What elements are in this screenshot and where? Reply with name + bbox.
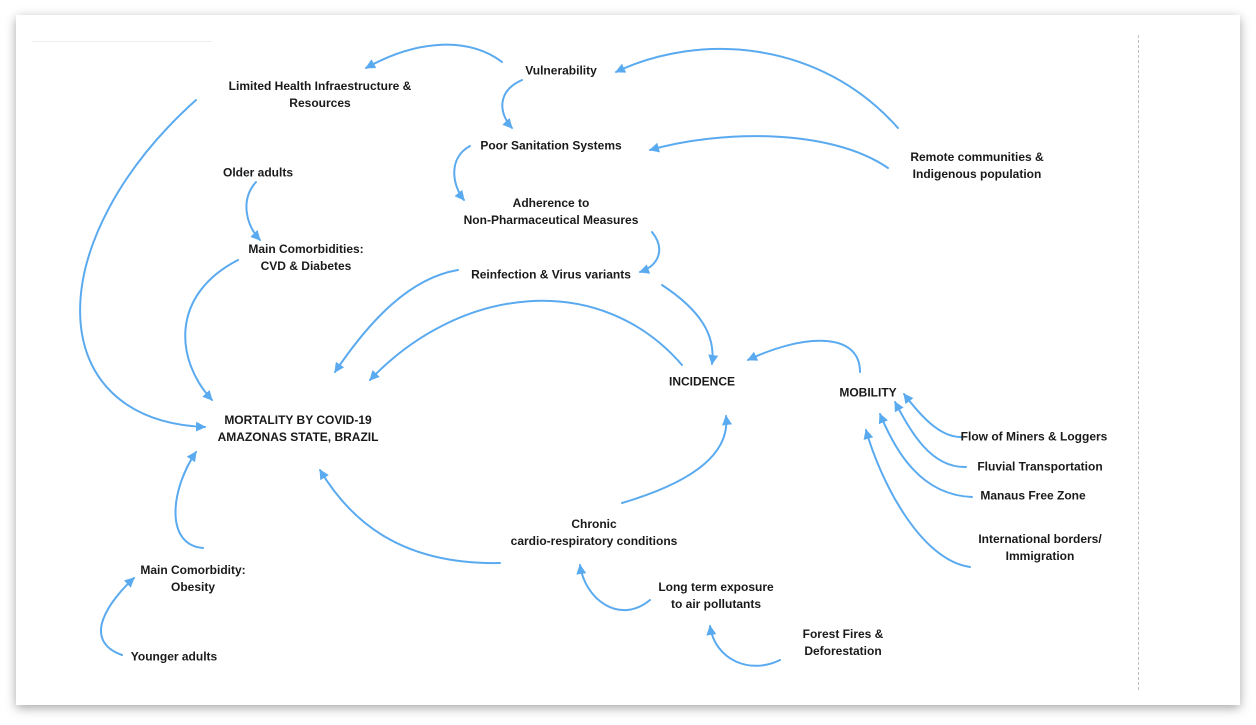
edge-reinfection-mortality <box>334 269 459 373</box>
node-forest-fires: Forest Fires & Deforestation <box>803 626 884 660</box>
node-limited-health-line2: Resources <box>289 96 351 110</box>
diagram-canvas <box>16 15 1240 705</box>
node-fluvial: Fluvial Transportation <box>977 459 1102 476</box>
node-poor-sanitation: Poor Sanitation Systems <box>480 138 621 155</box>
edge-miners-mobility <box>903 393 963 439</box>
node-adherence: Adherence to Non-Pharmaceutical Measures <box>464 195 639 229</box>
edge-older-comorbidities <box>245 181 261 241</box>
node-mortality-line2: AMAZONAS STATE, BRAZIL <box>217 430 379 444</box>
node-mobility: MOBILITY <box>839 385 896 402</box>
node-vulnerability: Vulnerability <box>525 63 597 80</box>
edge-sanitation-adherence <box>453 145 471 201</box>
edge-chronic-incidence <box>621 415 733 504</box>
edge-obesity-mortality <box>174 451 204 549</box>
node-chronic-line2: cardio-respiratory conditions <box>510 534 678 548</box>
edge-mobility-incidence <box>747 339 861 373</box>
node-international-line1: International borders/ <box>978 532 1102 546</box>
node-mobility-line1: MOBILITY <box>839 385 897 400</box>
top-divider <box>32 41 212 42</box>
node-vulnerability-line1: Vulnerability <box>525 63 597 78</box>
node-adherence-line1: Adherence to <box>512 196 590 210</box>
edge-adherence-reinfection <box>639 231 661 274</box>
node-long-term-line2: to air pollutants <box>670 597 761 611</box>
node-adherence-line2: Non-Pharmaceutical Measures <box>463 213 639 227</box>
edge-chronic-mortality <box>319 469 501 565</box>
node-limited-health-line1: Limited Health Infraestructure & <box>228 79 412 93</box>
node-obesity-line1: Main Comorbidity: <box>140 563 246 577</box>
node-chronic-line1: Chronic <box>571 517 617 531</box>
node-obesity: Main Comorbidity: Obesity <box>140 562 245 596</box>
node-long-term: Long term exposure to air pollutants <box>658 579 773 613</box>
node-international: International borders/ Immigration <box>978 531 1101 565</box>
node-obesity-line2: Obesity <box>170 580 216 594</box>
node-older-adults-line1: Older adults <box>222 165 294 180</box>
edge-remote-sanitation <box>649 135 889 169</box>
node-international-line2: Immigration <box>1005 549 1075 563</box>
node-younger-adults-line1: Younger adults <box>130 649 218 664</box>
node-manaus-line1: Manaus Free Zone <box>980 488 1086 503</box>
edge-younger-obesity <box>100 577 135 656</box>
edge-longterm-chronic <box>576 564 651 612</box>
node-forest-fires-line1: Forest Fires & <box>802 627 884 641</box>
node-main-comorbidities-line1: Main Comorbidities: <box>248 242 364 256</box>
node-older-adults: Older adults <box>223 165 293 182</box>
dashed-divider <box>1138 35 1139 690</box>
node-limited-health: Limited Health Infraestructure & Resourc… <box>229 78 412 112</box>
edge-vulnerability-limited-health <box>365 43 503 69</box>
node-reinfection-line1: Reinfection & Virus variants <box>471 267 631 282</box>
edge-reinfection-incidence <box>661 284 719 365</box>
edge-remote-vulnerability <box>615 47 899 129</box>
node-incidence-line1: INCIDENCE <box>668 374 736 389</box>
node-younger-adults: Younger adults <box>131 649 217 666</box>
edge-vulnerability-sanitation <box>501 79 523 129</box>
node-flow-miners: Flow of Miners & Loggers <box>961 429 1108 446</box>
edge-fluvial-mobility <box>894 401 967 469</box>
edge-manaus-mobility <box>878 413 973 498</box>
edge-international-mobility <box>863 429 971 568</box>
node-mortality-line1: MORTALITY BY COVID-19 <box>224 413 372 427</box>
node-poor-sanitation-line1: Poor Sanitation Systems <box>480 138 622 153</box>
edge-forest-longterm <box>706 625 781 667</box>
node-flow-miners-line1: Flow of Miners & Loggers <box>960 429 1108 444</box>
node-forest-fires-line2: Deforestation <box>804 644 882 658</box>
node-remote-communities: Remote communities & Indigenous populati… <box>910 149 1043 183</box>
node-remote-communities-line2: Indigenous population <box>912 167 1042 181</box>
node-manaus: Manaus Free Zone <box>980 488 1085 505</box>
node-fluvial-line1: Fluvial Transportation <box>977 459 1103 474</box>
edge-comorbidities-mortality <box>184 259 239 401</box>
node-main-comorbidities: Main Comorbidities: CVD & Diabetes <box>248 241 363 275</box>
node-main-comorbidities-line2: CVD & Diabetes <box>260 259 352 273</box>
node-remote-communities-line1: Remote communities & <box>910 150 1044 164</box>
node-incidence: INCIDENCE <box>669 374 735 391</box>
node-mortality: MORTALITY BY COVID-19 AMAZONAS STATE, BR… <box>218 412 379 446</box>
node-long-term-line1: Long term exposure <box>658 580 774 594</box>
edge-incidence-mortality <box>369 299 683 381</box>
node-chronic: Chronic cardio-respiratory conditions <box>511 516 678 550</box>
node-reinfection: Reinfection & Virus variants <box>471 267 631 284</box>
edge-limited-health-mortality <box>79 99 206 432</box>
